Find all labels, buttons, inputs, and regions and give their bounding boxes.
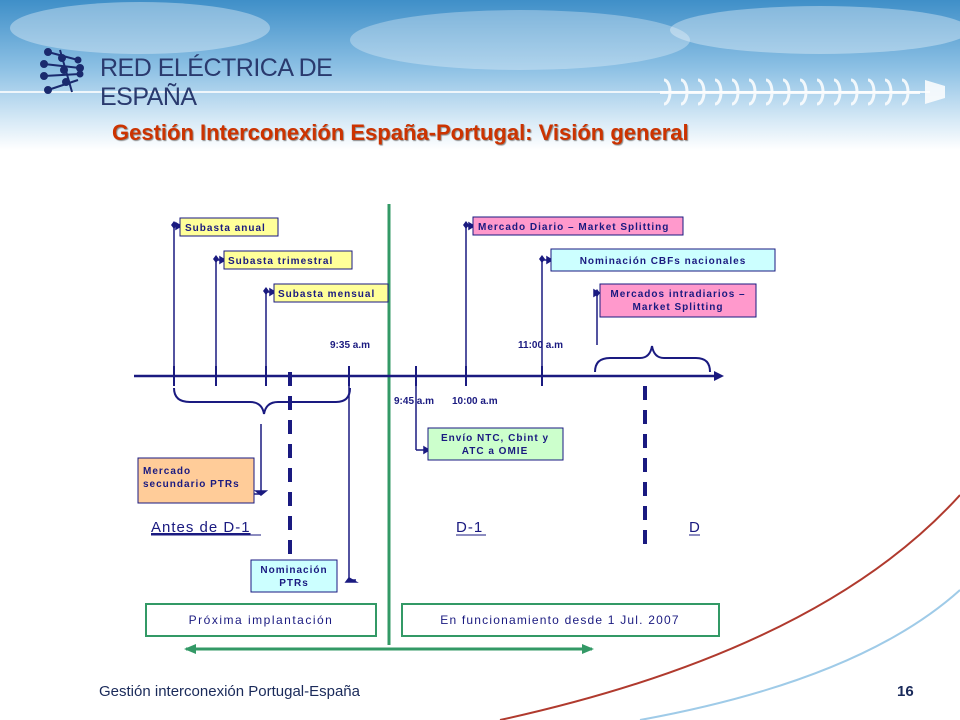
mercado-diario-box (472, 216, 684, 236)
footer-text: Gestión interconexión Portugal-España (99, 683, 360, 700)
envio-ntc-label-2: ATC a OMIE (462, 446, 528, 457)
proxima-implantacion-label: Próxima implantación (189, 613, 334, 627)
page-title: Gestión Interconexión España-Portugal: V… (112, 120, 689, 145)
subasta-trimestral-label: Subasta trimestral (228, 256, 333, 267)
stem-diamonds (171, 221, 600, 297)
decorative-red-curve (499, 494, 960, 720)
cloud (350, 10, 690, 70)
antes-brace (173, 387, 351, 415)
period-d: D (689, 519, 700, 536)
en-funcionamiento-label: En funcionamiento desde 1 Jul. 2007 (440, 613, 679, 627)
cloud (10, 2, 270, 54)
subasta-mensual-box (273, 283, 389, 303)
mercado-diario-label: Mercado Diario – Market Splitting (478, 222, 669, 233)
cloud (670, 6, 960, 54)
envio-ntc-label-1: Envío NTC, Cbint y (441, 433, 549, 444)
timeline-ticks (173, 366, 543, 386)
header-sky (0, 0, 960, 150)
mercado-secundario-label-2: secundario PTRs (143, 479, 240, 490)
mercados-intradiarios-box (599, 283, 757, 318)
ree-logo-icon (40, 48, 84, 94)
nominacion-ptrs-box (250, 559, 338, 593)
event-stems (173, 226, 598, 580)
time-label-945: 9:45 a.m (394, 396, 434, 407)
mercados-intradiarios-label-2: Market Splitting (632, 302, 723, 313)
nominacion-ptrs-label-2: PTRs (279, 578, 309, 589)
intradiarios-brace (594, 345, 711, 373)
time-label-1100: 11:00 a.m (518, 340, 563, 351)
nominacion-ptrs-label-1: Nominación (260, 565, 327, 576)
ree-logo-text: RED ELÉCTRICA DE ESPAÑA (100, 54, 333, 111)
decorative-blue-curve (639, 589, 960, 720)
insulator-icon (660, 78, 945, 106)
page-number: 16 (897, 683, 914, 700)
subasta-trimestral-box (223, 250, 353, 270)
mercados-intradiarios-label-1: Mercados intradiarios – (610, 289, 745, 300)
time-label-1000: 10:00 a.m (452, 396, 498, 407)
subasta-anual-box (179, 217, 279, 237)
proxima-implantacion-box (145, 603, 377, 637)
nominacion-cbfs-box (550, 248, 776, 272)
mercado-secundario-box (137, 457, 255, 504)
mercado-secundario-label-1: Mercado (143, 466, 191, 477)
en-funcionamiento-box (401, 603, 720, 637)
period-d1: D-1 (456, 519, 483, 536)
time-label-935: 9:35 a.m (330, 340, 370, 351)
envio-ntc-box (427, 427, 564, 461)
period-antes-d1: Antes de D-1 (151, 519, 251, 536)
subasta-anual-label: Subasta anual (185, 223, 266, 234)
nominacion-cbfs-label: Nominación CBFs nacionales (580, 256, 747, 267)
subasta-mensual-label: Subasta mensual (278, 289, 375, 300)
